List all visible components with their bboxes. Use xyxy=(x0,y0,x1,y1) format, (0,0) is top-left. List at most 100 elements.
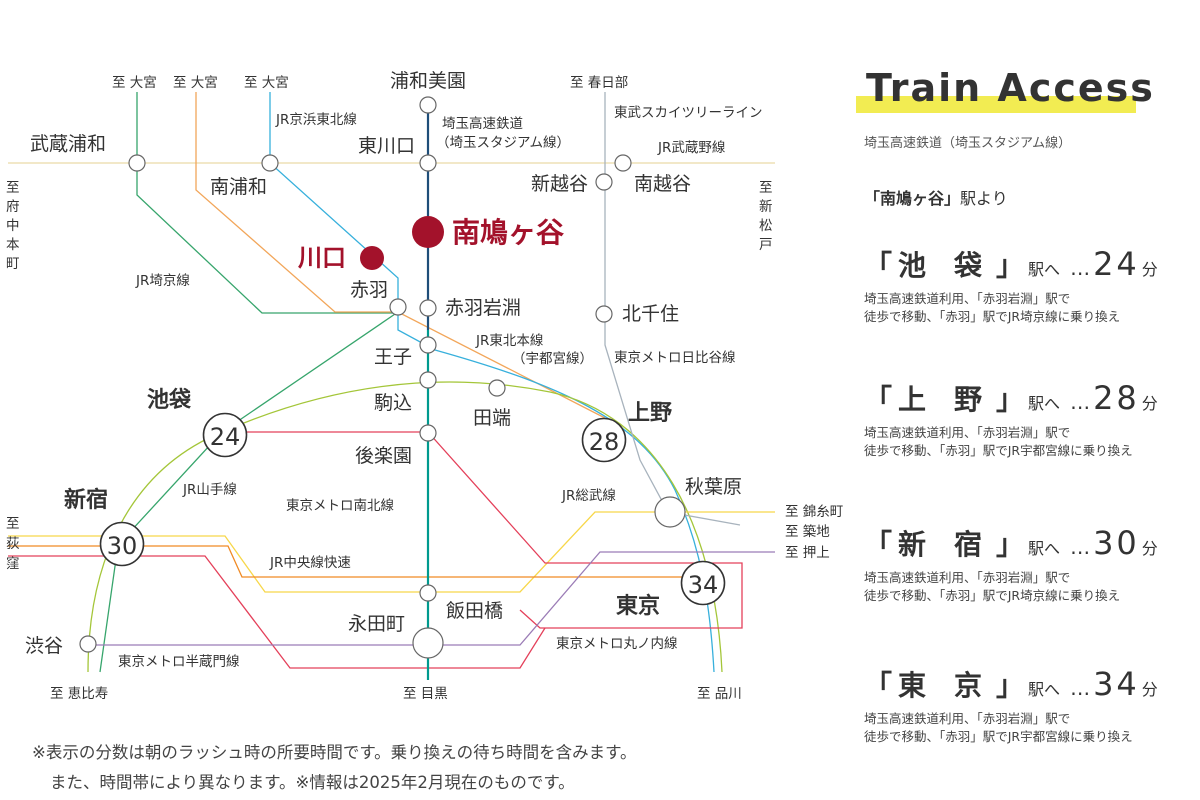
route-ueno: 「上野」 駅へ … 28 分 埼玉高速鉄道利用、「赤羽岩淵」駅で 徒歩で移動、「… xyxy=(864,378,1194,460)
dir-fuchu-4: 本 xyxy=(6,237,20,253)
station-dot-shibuya[interactable] xyxy=(79,635,97,653)
station-dot-higashi-kawaguchi[interactable] xyxy=(419,154,437,172)
station-dot-minami-koshigaya[interactable] xyxy=(614,154,632,172)
station-dot-oji[interactable] xyxy=(419,336,437,354)
from-station-name: 「南鳩ヶ谷」 xyxy=(864,189,961,208)
line-label-musashino: JR武蔵野線 xyxy=(657,140,726,156)
badge-circle-ikebukuro[interactable] xyxy=(202,412,248,458)
dir-kasukabe: 至 春日部 xyxy=(570,75,628,91)
route-name: 新宿 xyxy=(898,528,1011,561)
badge-shinjuku: 30 xyxy=(107,532,138,560)
label-shinjuku: 新宿 xyxy=(64,487,108,513)
station-dot-korakuen[interactable] xyxy=(419,424,437,442)
line-label-tohoku-2: （宇都宮線） xyxy=(512,351,593,367)
title-block: Train Access xyxy=(856,62,1196,120)
badge-ikebukuro: 24 xyxy=(210,423,241,451)
station-dot-iidabashi[interactable] xyxy=(419,584,437,602)
hanzomon-line xyxy=(88,551,775,646)
yamanote-line xyxy=(87,381,723,673)
label-oji: 王子 xyxy=(374,346,412,368)
route-dots: … xyxy=(1070,390,1092,414)
saikyo-south-line xyxy=(99,311,399,673)
station-dot-tabata[interactable] xyxy=(488,379,506,397)
route-minutes: 28 xyxy=(1093,379,1140,417)
route-tokyo: 「東京」 駅へ … 34 分 埼玉高速鉄道利用、「赤羽岩淵」駅で 徒歩で移動、「… xyxy=(864,664,1194,746)
label-shin-koshigaya: 新越谷 xyxy=(531,173,588,195)
badge-circle-ueno[interactable] xyxy=(581,417,627,463)
label-minami-urawa: 南浦和 xyxy=(210,176,267,198)
station-dot-minami-urawa[interactable] xyxy=(261,154,279,172)
dir-fuchu-2: 府 xyxy=(6,199,20,215)
saikyo-line xyxy=(136,92,398,314)
route-dots: … xyxy=(1070,256,1092,280)
dir-fuchu-3: 中 xyxy=(6,218,20,234)
route-desc: 埼玉高速鉄道利用、「赤羽岩淵」駅で 徒歩で移動、「赤羽」駅でJR宇都宮線に乗り換… xyxy=(864,711,1133,744)
badge-ueno: 28 xyxy=(589,428,620,456)
dir-tsukiji: 至 築地 xyxy=(785,524,830,540)
station-dot-akabane[interactable] xyxy=(389,298,407,316)
label-tokyo: 東京 xyxy=(616,593,660,619)
label-tabata: 田端 xyxy=(473,407,511,429)
route-to: 駅へ xyxy=(1028,260,1061,279)
title-highlight xyxy=(856,96,1136,113)
label-kawaguchi: 川口 xyxy=(298,244,346,272)
access-panel: Train Access 埼玉高速鉄道（埼玉スタジアム線） 「南鳩ヶ谷」駅より xyxy=(856,62,1196,209)
route-ikebukuro: 「池袋」 駅へ … 24 分 埼玉高速鉄道利用、「赤羽岩淵」駅で 徒歩で移動、「… xyxy=(864,244,1194,326)
dir-ogikubo-1: 至 xyxy=(6,516,20,532)
label-minami-hatogaya: 南鳩ヶ谷 xyxy=(452,216,565,249)
route-map: 24 28 30 34 浦和美園 東川口 南鳩ヶ谷 川口 赤羽 赤羽岩淵 王子 … xyxy=(6,70,843,702)
station-dot-nagatacho[interactable] xyxy=(412,627,444,659)
badge-circle-tokyo[interactable] xyxy=(680,560,726,606)
panel-title: Train Access xyxy=(866,66,1155,110)
line-label-namboku: 東京メトロ南北線 xyxy=(286,498,394,514)
label-kita-senju: 北千住 xyxy=(622,303,679,325)
badge-circle-shinjuku[interactable] xyxy=(99,521,145,567)
station-dot-akabane-iwabuchi[interactable] xyxy=(419,299,437,317)
dir-meguro: 至 目黒 xyxy=(403,686,448,702)
dir-oshiage: 至 押上 xyxy=(785,545,830,561)
station-dot-akihabara[interactable] xyxy=(654,496,686,528)
label-higashi-kawaguchi: 東川口 xyxy=(358,135,415,157)
route-unit: 分 xyxy=(1141,680,1158,699)
route-name: 池袋 xyxy=(898,249,1011,282)
badge-tokyo: 34 xyxy=(688,571,719,599)
panel-subtitle: 埼玉高速鉄道（埼玉スタジアム線） xyxy=(864,136,1072,151)
dir-shinmatsudo-1: 至 xyxy=(759,180,773,196)
line-label-sobu: JR総武線 xyxy=(561,488,616,504)
route-shinjuku: 「新宿」 駅へ … 30 分 埼玉高速鉄道利用、「赤羽岩淵」駅で 徒歩で移動、「… xyxy=(864,523,1194,605)
station-dot-urawa-misono[interactable] xyxy=(419,96,437,114)
dir-shinmatsudo-2: 新 xyxy=(759,199,773,215)
route-unit: 分 xyxy=(1141,260,1158,279)
from-station: 「南鳩ヶ谷」駅より xyxy=(864,185,1196,209)
hibiya-line xyxy=(604,92,741,526)
station-dot-shin-koshigaya[interactable] xyxy=(595,173,613,191)
label-minami-koshigaya: 南越谷 xyxy=(634,173,691,195)
line-label-yamanote: JR山手線 xyxy=(182,482,237,498)
station-dot-musashi-urawa[interactable] xyxy=(128,154,146,172)
sobu-line xyxy=(8,511,775,593)
label-ikebukuro: 池袋 xyxy=(147,387,192,413)
line-label-keihin-tohoku: JR京浜東北線 xyxy=(275,112,357,128)
route-dots: … xyxy=(1070,676,1092,700)
label-komagome: 駒込 xyxy=(374,392,412,414)
dir-shinmatsudo-3: 松 xyxy=(759,218,773,234)
route-desc: 埼玉高速鉄道利用、「赤羽岩淵」駅で 徒歩で移動、「赤羽」駅でJR埼京線に乗り換え xyxy=(864,570,1121,603)
route-name: 上野 xyxy=(898,383,1011,416)
dir-ebisu: 至 恵比寿 xyxy=(50,685,108,702)
station-dot-komagome[interactable] xyxy=(419,371,437,389)
label-korakuen: 後楽園 xyxy=(355,445,412,467)
footnote-line-1: ※表示の分数は朝のラッシュ時の所要時間です。乗り換えの待ち時間を含みます。 xyxy=(32,743,637,762)
dir-ogikubo-2: 荻 xyxy=(6,536,20,552)
dir-ogikubo-3: 窪 xyxy=(6,555,20,572)
label-akabane: 赤羽 xyxy=(350,279,388,301)
label-akihabara: 秋葉原 xyxy=(685,476,742,498)
route-to: 駅へ xyxy=(1028,539,1061,558)
route-name: 東京 xyxy=(898,669,1011,702)
line-label-saitama-1: 埼玉高速鉄道 xyxy=(442,115,523,132)
station-dot-kawaguchi[interactable] xyxy=(360,246,384,270)
line-label-chuo: JR中央線快速 xyxy=(269,555,351,571)
station-dot-minami-hatogaya[interactable] xyxy=(412,216,444,248)
route-minutes: 34 xyxy=(1093,665,1140,703)
route-desc: 埼玉高速鉄道利用、「赤羽岩淵」駅で 徒歩で移動、「赤羽」駅でJR埼京線に乗り換え xyxy=(864,291,1121,324)
station-dot-kita-senju[interactable] xyxy=(595,305,613,323)
